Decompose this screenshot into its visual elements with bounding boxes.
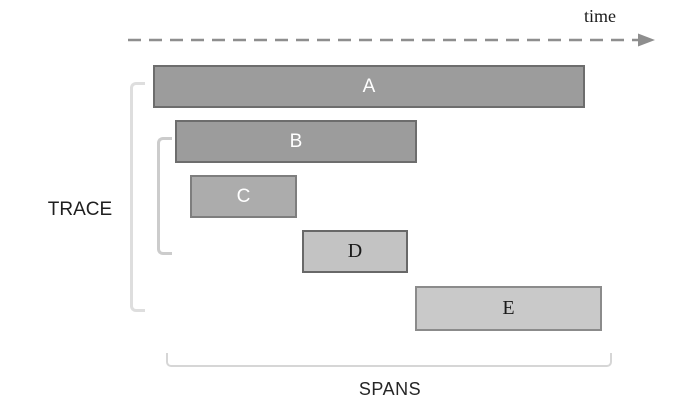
spans-label: SPANS	[358, 379, 422, 399]
trace-label: TRACE	[47, 199, 113, 220]
span-bar-b: B	[175, 120, 417, 163]
span-label: B	[289, 130, 303, 152]
span-bar-d: D	[302, 230, 408, 273]
time-arrow	[128, 33, 655, 47]
span-label: E	[502, 297, 515, 319]
child-spans-bracket	[157, 137, 172, 255]
trace-bracket	[130, 82, 145, 312]
span-bar-a: A	[153, 65, 585, 108]
span-bar-e: E	[415, 286, 602, 331]
span-label: C	[236, 185, 251, 207]
time-arrowhead-icon	[638, 33, 655, 47]
span-label: D	[347, 240, 363, 262]
spans-bracket	[166, 353, 612, 367]
time-axis-label: time	[584, 6, 616, 26]
span-bar-c: C	[190, 175, 297, 218]
span-label: A	[362, 75, 376, 97]
